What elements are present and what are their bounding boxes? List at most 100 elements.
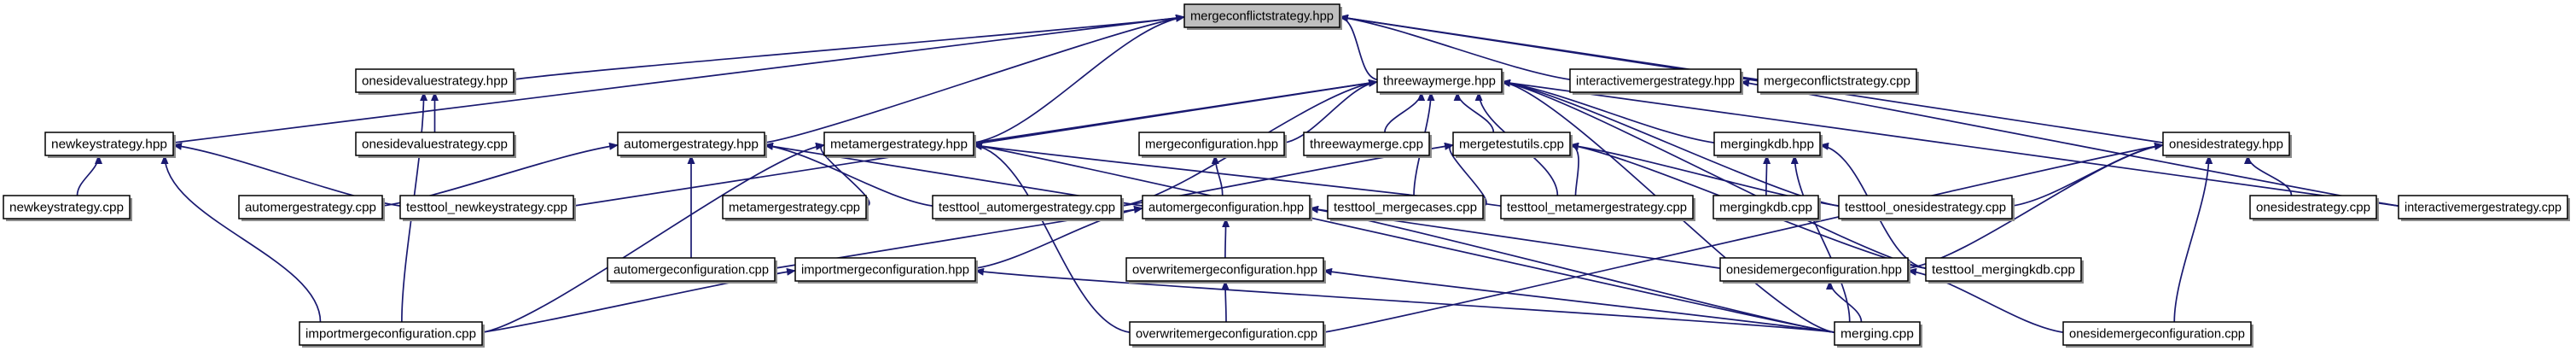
graph-node-automergeconfiguration_hpp[interactable]: automergeconfiguration.hpp xyxy=(1142,195,1312,221)
node-box xyxy=(1838,195,2013,219)
edge-onesidemergeconfiguration_cpp--onesidestrategy_hpp xyxy=(2173,155,2213,323)
graph-node-testtool_mergingkdb_cpp[interactable]: testtool_mergingkdb.cpp xyxy=(1925,257,2084,284)
edge-newkeystrategy_hpp--mergeconflictstrategy_hpp xyxy=(172,14,1185,143)
graph-node-onesidestrategy_hpp[interactable]: onesidestrategy.hpp xyxy=(2162,132,2292,158)
node-box xyxy=(355,132,515,156)
edge-merging_cpp--importmergeconfiguration_hpp xyxy=(974,267,1835,333)
node-box xyxy=(299,321,483,346)
edge-automergestrategy_hpp--mergeconflictstrategy_hpp xyxy=(764,14,1185,143)
node-box xyxy=(399,195,574,219)
node-label: testtool_mergecases.cpp xyxy=(1334,202,1477,215)
graph-node-overwritemergeconfiguration_hpp[interactable]: overwritemergeconfiguration.hpp xyxy=(1125,257,1326,284)
graph-node-onesidestrategy_cpp[interactable]: onesidestrategy.cpp xyxy=(2249,195,2379,221)
edge-merging_cpp--metamergestrategy_hpp xyxy=(973,142,1835,333)
graph-node-threewaymerge_hpp[interactable]: threewaymerge.hpp xyxy=(1376,68,1504,95)
node-box xyxy=(1757,68,1917,93)
node-label: automergestrategy.cpp xyxy=(245,202,376,215)
edge-testtool_mergingkdb_cpp--threewaymerge_hpp xyxy=(1501,79,1927,269)
graph-node-importmergeconfiguration_hpp[interactable]: importmergeconfiguration.hpp xyxy=(794,257,978,284)
graph-node-mergingkdb_cpp[interactable]: mergingkdb.cpp xyxy=(1712,195,1821,221)
edge-onesidestrategy_hpp--mergeconflictstrategy_hpp xyxy=(1339,14,2164,143)
node-label: mergingkdb.hpp xyxy=(1720,138,1814,152)
graph-node-testtool_automergestrategy_cpp[interactable]: testtool_automergestrategy.cpp xyxy=(932,195,1124,221)
graph-node-merging_cpp[interactable]: merging.cpp xyxy=(1834,321,1922,348)
graph-node-interactivemergestrategy_hpp[interactable]: interactivemergestrategy.hpp xyxy=(1569,68,1743,95)
node-label: mergeconflictstrategy.cpp xyxy=(1764,75,1910,89)
edge-mergetestutils_cpp--threewaymerge_hpp xyxy=(1453,91,1495,133)
node-box xyxy=(1129,321,1324,346)
node-box xyxy=(1452,132,1571,156)
edge-threewaymerge_hpp--mergeconflictstrategy_hpp xyxy=(1339,14,1378,80)
graph-node-automergestrategy_hpp[interactable]: automergestrategy.hpp xyxy=(617,132,767,158)
node-label: onesidevaluestrategy.hpp xyxy=(362,75,508,89)
node-box xyxy=(1500,195,1694,219)
graph-node-onesidevaluestrategy_cpp[interactable]: onesidevaluestrategy.cpp xyxy=(355,132,516,158)
edge-mergingkdb_hpp--threewaymerge_hpp xyxy=(1501,79,1715,143)
node-label: threewaymerge.cpp xyxy=(1310,138,1423,152)
node-box xyxy=(823,132,974,156)
node-box xyxy=(794,257,976,282)
node-box xyxy=(2398,195,2568,219)
graph-node-threewaymerge_cpp[interactable]: threewaymerge.cpp xyxy=(1303,132,1432,158)
edge-importmergeconfiguration_cpp--newkeystrategy_hpp xyxy=(160,155,322,323)
node-label: testtool_metamergestrategy.cpp xyxy=(1507,202,1687,215)
edge-merging_cpp--onesidemergeconfiguration_hpp xyxy=(1826,280,1863,323)
edge-interactivemergestrategy_hpp--mergeconflictstrategy_hpp xyxy=(1339,14,1571,80)
edge-overwritemergeconfiguration_hpp--automergeconfiguration_hpp xyxy=(1222,218,1230,259)
graph-node-automergeconfiguration_cpp[interactable]: automergeconfiguration.cpp xyxy=(607,257,777,284)
edge-overwritemergeconfiguration_cpp--metamergestrategy_hpp xyxy=(973,142,1131,333)
edge-threewaymerge_cpp--threewaymerge_hpp xyxy=(1384,91,1426,133)
graph-node-onesidemergeconfiguration_hpp[interactable]: onesidemergeconfiguration.hpp xyxy=(1719,257,1910,284)
node-label: onesidestrategy.cpp xyxy=(2256,202,2370,215)
graph-node-automergestrategy_cpp[interactable]: automergestrategy.cpp xyxy=(238,195,385,221)
graph-node-newkeystrategy_hpp[interactable]: newkeystrategy.hpp xyxy=(44,132,176,158)
graph-node-onesidemergeconfiguration_cpp[interactable]: onesidemergeconfiguration.cpp xyxy=(2062,321,2253,348)
node-label: interactivemergestrategy.cpp xyxy=(2404,202,2561,215)
node-label: testtool_automergestrategy.cpp xyxy=(939,202,1115,215)
graph-node-testtool_newkeystrategy_cpp[interactable]: testtool_newkeystrategy.cpp xyxy=(399,195,576,221)
graph-node-mergetestutils_cpp[interactable]: mergetestutils.cpp xyxy=(1452,132,1573,158)
node-label: overwritemergeconfiguration.cpp xyxy=(1136,328,1317,342)
graph-node-mergeconflictstrategy_hpp[interactable]: mergeconflictstrategy.hpp xyxy=(1183,3,1342,30)
graph-node-newkeystrategy_cpp[interactable]: newkeystrategy.cpp xyxy=(3,195,132,221)
node-box xyxy=(2162,132,2290,156)
edge-testtool_automergestrategy_cpp--automergestrategy_hpp xyxy=(764,142,933,207)
nodes-layer: mergeconflictstrategy.hpp onesidevaluestr… xyxy=(3,3,2570,348)
graph-node-onesidevaluestrategy_hpp[interactable]: onesidevaluestrategy.hpp xyxy=(355,68,516,95)
node-box xyxy=(932,195,1122,219)
graph-node-testtool_mergecases_cpp[interactable]: testtool_mergecases.cpp xyxy=(1327,195,1486,221)
graph-node-importmergeconfiguration_cpp[interactable]: importmergeconfiguration.cpp xyxy=(299,321,485,348)
graph-node-overwritemergeconfiguration_cpp[interactable]: overwritemergeconfiguration.cpp xyxy=(1129,321,1326,348)
node-box xyxy=(1327,195,1484,219)
node-label: automergeconfiguration.hpp xyxy=(1148,202,1304,215)
graph-node-mergingkdb_hpp[interactable]: mergingkdb.hpp xyxy=(1713,132,1823,158)
node-label: newkeystrategy.hpp xyxy=(51,138,167,152)
node-box xyxy=(44,132,174,156)
graph-node-metamergestrategy_hpp[interactable]: metamergestrategy.hpp xyxy=(823,132,976,158)
node-box xyxy=(607,257,776,282)
node-label: onesidemergeconfiguration.hpp xyxy=(1726,264,1902,278)
node-label: automergestrategy.hpp xyxy=(624,138,759,152)
graph-node-mergeconflictstrategy_cpp[interactable]: mergeconflictstrategy.cpp xyxy=(1757,68,1919,95)
graph-node-testtool_onesidestrategy_cpp[interactable]: testtool_onesidestrategy.cpp xyxy=(1838,195,2015,221)
graph-node-testtool_metamergestrategy_cpp[interactable]: testtool_metamergestrategy.cpp xyxy=(1500,195,1695,221)
node-label: onesidestrategy.hpp xyxy=(2169,138,2283,152)
node-label: overwritemergeconfiguration.hpp xyxy=(1132,264,1317,278)
node-label: testtool_onesidestrategy.cpp xyxy=(1845,202,2006,215)
edge-importmergeconfiguration_cpp--metamergestrategy_hpp xyxy=(481,142,825,333)
node-box xyxy=(1183,3,1340,28)
graph-node-mergeconfiguration_hpp[interactable]: mergeconfiguration.hpp xyxy=(1138,132,1287,158)
node-label: mergetestutils.cpp xyxy=(1459,138,1564,152)
node-label: onesidevaluestrategy.cpp xyxy=(362,138,508,152)
node-label: newkeystrategy.cpp xyxy=(9,202,124,215)
node-box xyxy=(1834,321,1921,346)
edge-automergeconfiguration_hpp--mergeconfiguration_hpp xyxy=(1211,155,1224,196)
node-label: metamergestrategy.cpp xyxy=(729,202,860,215)
node-box xyxy=(1719,257,1909,282)
graph-node-interactivemergestrategy_cpp[interactable]: interactivemergestrategy.cpp xyxy=(2398,195,2570,221)
node-label: importmergeconfiguration.cpp xyxy=(305,328,476,342)
edge-merging_cpp--overwritemergeconfiguration_hpp xyxy=(1323,267,1835,333)
graph-node-metamergestrategy_cpp[interactable]: metamergestrategy.cpp xyxy=(722,195,869,221)
